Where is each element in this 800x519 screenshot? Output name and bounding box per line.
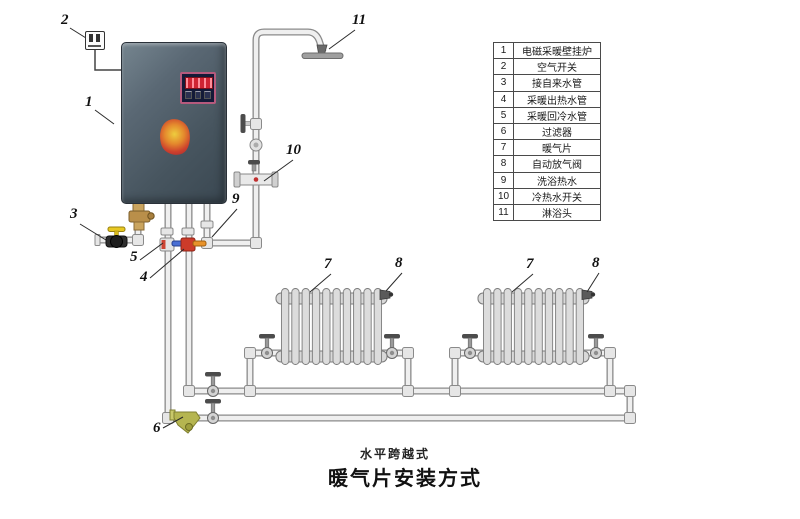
legend-label: 采暖回冷水管 bbox=[513, 106, 601, 124]
callout-tap-water: 3 bbox=[70, 206, 78, 222]
legend-num: 1 bbox=[493, 41, 514, 60]
legend-label: 洗浴热水 bbox=[513, 171, 601, 189]
legend-label: 暖气片 bbox=[513, 139, 601, 157]
legend-num: 8 bbox=[493, 155, 514, 173]
union-nut bbox=[200, 220, 214, 229]
legend-num: 9 bbox=[493, 171, 514, 189]
callout-heat-return: 5 bbox=[130, 249, 138, 265]
legend-label: 过滤器 bbox=[513, 122, 601, 141]
pipe-fittings bbox=[94, 220, 636, 424]
legend-num: 7 bbox=[493, 139, 514, 157]
diagram-subtitle: 水平跨越式 bbox=[359, 447, 430, 461]
air-vent-valve bbox=[581, 289, 593, 300]
legend-num: 6 bbox=[493, 122, 514, 141]
legend-label: 冷热水开关 bbox=[513, 187, 601, 205]
callout-shower: 11 bbox=[352, 12, 367, 28]
callout-air-switch: 2 bbox=[61, 12, 69, 28]
legend-num: 2 bbox=[493, 58, 514, 76]
radiator bbox=[275, 288, 394, 365]
power-wire bbox=[94, 50, 122, 71]
legend-label: 淋浴头 bbox=[513, 203, 601, 222]
safety-valve bbox=[128, 202, 155, 231]
riser-valve-handle bbox=[240, 114, 246, 133]
callout-radiator-a: 7 bbox=[324, 256, 332, 272]
callout-vent-a: 8 bbox=[395, 255, 403, 271]
heating-supply-valve bbox=[180, 237, 207, 252]
callout-filter: 6 bbox=[153, 420, 161, 436]
legend-num: 10 bbox=[493, 187, 514, 205]
union-nut bbox=[181, 227, 195, 236]
legend-label: 自动放气阀 bbox=[513, 155, 601, 173]
radiator bbox=[477, 288, 596, 365]
shower-riser-fittings bbox=[240, 114, 263, 152]
legend-label: 采暖出热水管 bbox=[513, 90, 601, 108]
air-vent-valve bbox=[379, 289, 391, 300]
legend-label: 空气开关 bbox=[513, 58, 601, 76]
legend-num: 4 bbox=[493, 90, 514, 108]
leader-lines bbox=[69, 27, 600, 429]
panel-buttons bbox=[185, 91, 212, 99]
diagram-title: 暖气片安装方式 bbox=[328, 468, 482, 490]
tap-water-valve bbox=[105, 226, 128, 248]
shower-head bbox=[301, 44, 344, 59]
callout-bath-water: 9 bbox=[232, 191, 240, 207]
legend-label: 接自来水管 bbox=[513, 74, 601, 92]
legend-label: 电磁采暖壁挂炉 bbox=[513, 41, 601, 60]
legend-num: 3 bbox=[493, 74, 514, 92]
heating-return-valve bbox=[159, 237, 186, 252]
callout-boiler: 1 bbox=[85, 94, 93, 110]
legend-num: 11 bbox=[493, 203, 514, 222]
mixer-valve bbox=[233, 160, 279, 188]
callout-mixer: 10 bbox=[286, 142, 301, 158]
callout-vent-b: 8 bbox=[592, 255, 600, 271]
brand-logo bbox=[157, 116, 193, 158]
wall-hung-boiler bbox=[121, 42, 227, 204]
legend-num: 5 bbox=[493, 106, 514, 124]
boiler-control-panel bbox=[180, 72, 216, 104]
led-display bbox=[185, 77, 213, 89]
union-nut bbox=[160, 227, 174, 236]
air-switch bbox=[85, 31, 105, 50]
callout-heat-out: 4 bbox=[140, 269, 148, 285]
filter-strainer bbox=[169, 409, 201, 434]
callout-radiator-b: 7 bbox=[526, 256, 534, 272]
